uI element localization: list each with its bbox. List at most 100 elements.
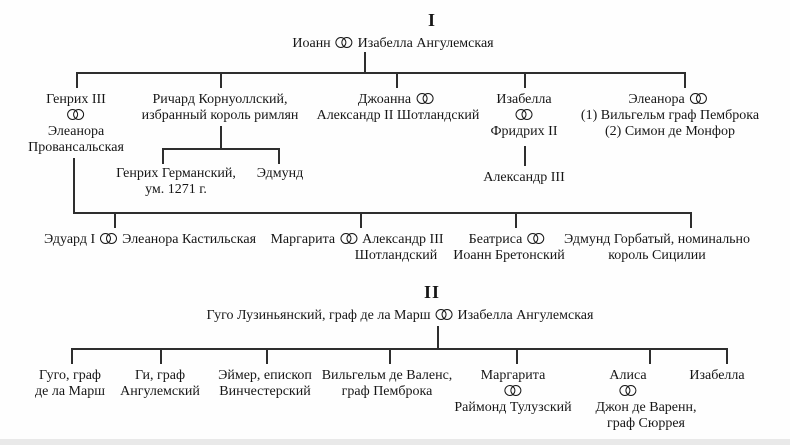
person-alexander-ii: Александр II Шотландский — [316, 108, 480, 123]
connector-line — [684, 72, 686, 88]
person-guy-angouleme: Ги, граф — [134, 368, 186, 383]
connector-line — [524, 146, 526, 166]
connector-line — [389, 348, 391, 364]
person-isabella-angouleme: Изабелла Ангулемская — [457, 308, 594, 323]
connector-line — [360, 212, 362, 228]
connector-line — [364, 52, 366, 72]
person-hugh-la-marche: Гуго, граф — [39, 368, 101, 383]
connector-line — [516, 348, 518, 364]
node-henry-of-germany: Генрих Германский, ум. 1271 г. — [116, 166, 236, 198]
person-margaret: Маргарита — [480, 368, 546, 383]
connector-line — [266, 348, 268, 364]
person-isabella-2: Изабелла — [689, 368, 745, 383]
person-eleanor-castile: Элеанора Кастильская — [122, 232, 257, 247]
couple-john-isabella: Иоанн Изабелла Ангулемская — [292, 36, 493, 52]
person-edmund: Эдмунд — [256, 166, 304, 181]
person-isabella: Изабелла — [496, 92, 552, 107]
person-john-warenne: Джон де Варенн, — [595, 400, 697, 415]
person-edmund-crouchback: Эдмунд Горбатый, номинально — [563, 232, 751, 247]
node-margaret-spouse-line2: Шотландский — [354, 248, 438, 263]
person-simon-montfort: (2) Симон де Монфор — [604, 124, 736, 139]
person-william-pembroke: (1) Вильгельм граф Пемброка — [580, 108, 760, 123]
person-william-valence: Вильгельм де Валенс, — [321, 368, 453, 383]
marriage-icon — [527, 233, 545, 244]
node-edmund-crouchback: Эдмунд Горбатый, номинально король Сицил… — [564, 232, 750, 264]
person-aymer-winchester: Эймер, епископ — [218, 368, 312, 383]
node-hugh-la-marche: Гуго, граф де ла Марш — [35, 368, 105, 399]
connector-line — [524, 72, 526, 88]
person-hugh-lusignan: Гуго Лузиньянский, граф де ла Марш — [206, 308, 431, 323]
connector-line — [162, 148, 164, 164]
person-alice: Алиса — [609, 368, 647, 383]
connector-line — [278, 148, 280, 164]
node-alice: Алиса — [609, 368, 647, 400]
connector-line — [76, 72, 684, 74]
node-isabella-2: Изабелла — [689, 368, 744, 384]
person-henry-iii: Генрих III — [46, 92, 106, 107]
marriage-icon — [435, 309, 453, 320]
marriage-icon — [67, 109, 85, 120]
node-edmund: Эдмунд — [257, 166, 304, 182]
node-guy-angouleme: Ги, граф Ангулемский — [120, 368, 200, 399]
connector-line — [220, 126, 222, 148]
death-date: ум. 1271 г. — [145, 182, 207, 197]
person-joanna: Джоанна — [357, 92, 412, 107]
section-heading-1: I — [427, 10, 437, 30]
person-isabella-angouleme: Изабелла Ангулемская — [357, 36, 494, 51]
person-richard-title: избранный король римлян — [141, 108, 299, 123]
node-william-valence: Вильгельм де Валенс, граф Пемброка — [321, 368, 453, 399]
connector-line — [437, 326, 439, 348]
connector-line — [71, 348, 73, 364]
node-aymer-winchester: Эймер, епископ Винчестерский — [218, 368, 312, 399]
node-isabella: Изабелла Фридрих II — [491, 92, 558, 140]
person-alexander-iii: Александр III — [483, 170, 565, 185]
person-margaret: Маргарита — [270, 232, 336, 247]
node-beatrice: Беатриса Иоанн Бретонский — [453, 232, 565, 264]
connector-line — [76, 72, 78, 88]
person-henry-of-germany: Генрих Германский, — [116, 166, 236, 181]
person-john: Иоанн — [292, 36, 331, 51]
connector-line — [160, 348, 162, 364]
connector-line — [162, 148, 278, 150]
connector-line — [649, 348, 651, 364]
person-richard-cornwall: Ричард Корнуоллский, — [152, 92, 288, 107]
person-beatrice: Беатриса — [468, 232, 523, 247]
node-richard-cornwall: Ричард Корнуоллский, избранный король ри… — [142, 92, 299, 124]
couple-hugh-isabella: Гуго Лузиньянский, граф де ла Марш Изабел… — [207, 308, 594, 324]
node-eleanor: Элеанора (1) Вильгельм граф Пемброка (2)… — [581, 92, 759, 140]
marriage-icon — [504, 385, 522, 396]
person-eleanor: Элеанора — [628, 92, 685, 107]
connector-line — [690, 212, 692, 228]
node-alexander-iii-child: Александр III — [483, 170, 564, 186]
marriage-icon — [515, 109, 533, 120]
connector-line — [71, 348, 726, 350]
scan-edge — [0, 439, 790, 445]
connector-line — [396, 72, 398, 88]
node-edward-i: Эдуард I Элеанора Кастильская — [44, 232, 256, 248]
connector-line — [726, 348, 728, 364]
connector-line — [220, 72, 222, 88]
person-frederick-ii: Фридрих II — [490, 124, 558, 139]
connector-line — [515, 212, 517, 228]
title-king-of-sicily: король Сицилии — [608, 248, 706, 263]
marriage-icon — [689, 93, 707, 104]
person-eleanor-provence: Элеанора — [47, 124, 105, 139]
node-joanna: Джоанна Александр II Шотландский — [317, 92, 480, 124]
node-henry-iii: Генрих III Элеанора Провансальская — [28, 92, 124, 155]
person-john-brittany: Иоанн Бретонский — [453, 248, 565, 263]
marriage-icon — [619, 385, 637, 396]
title-earl-surrey: граф Сюррея — [607, 416, 685, 431]
person-raymond-toulouse: Раймонд Тулузский — [454, 400, 572, 415]
marriage-icon — [340, 233, 358, 244]
connector-line — [73, 158, 75, 213]
connector-line — [114, 212, 116, 228]
node-john-warenne: Джон де Варенн, граф Сюррея — [596, 400, 697, 432]
section-heading-2: II — [423, 282, 441, 302]
marriage-icon — [100, 233, 118, 244]
marriage-icon — [335, 37, 353, 48]
person-edward-i: Эдуард I — [43, 232, 96, 247]
connector-line — [73, 212, 690, 214]
marriage-icon — [416, 93, 434, 104]
